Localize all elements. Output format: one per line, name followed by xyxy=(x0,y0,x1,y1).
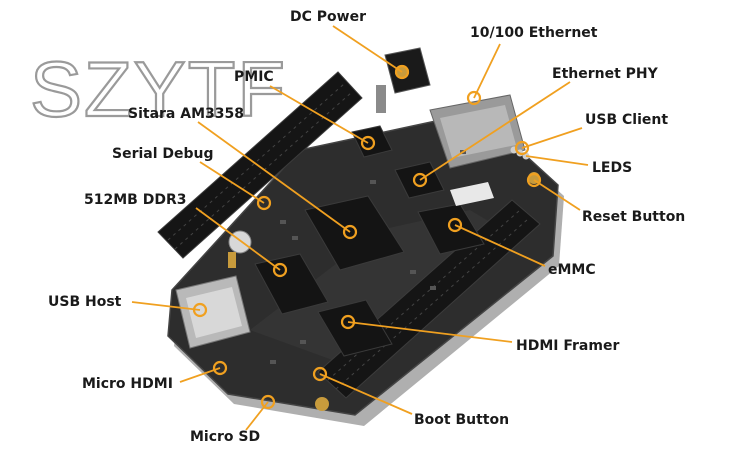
hdmi-framer-chip xyxy=(317,299,393,357)
labels: DC Power 10/100 Ethernet PMIC Ethernet P… xyxy=(48,9,685,445)
dc-power-jack xyxy=(376,47,431,113)
label-usb-client: USB Client xyxy=(585,112,668,128)
label-boot-button: Boot Button xyxy=(414,412,509,428)
label-ethernet-phy: Ethernet PHY xyxy=(552,66,659,82)
ethernet-jack xyxy=(429,94,526,169)
label-leds: LEDS xyxy=(592,160,632,176)
label-ethernet: 10/100 Ethernet xyxy=(470,25,598,41)
logo-plate xyxy=(450,182,494,206)
label-micro-hdmi: Micro HDMI xyxy=(82,376,173,392)
label-micro-sd: Micro SD xyxy=(190,429,260,445)
label-ddr3: 512MB DDR3 xyxy=(84,192,186,208)
label-hdmi-framer: HDMI Framer xyxy=(516,338,619,354)
pmic-chip xyxy=(351,125,393,158)
label-pmic: PMIC xyxy=(234,69,274,85)
callouts xyxy=(131,25,589,431)
ethernet-phy-chip xyxy=(394,161,445,199)
label-sitara: Sitara AM3358 xyxy=(128,106,244,122)
usb-host-port xyxy=(175,275,251,349)
left-header xyxy=(157,71,363,259)
label-usb-host: USB Host xyxy=(48,294,122,310)
watermark: SZYTF xyxy=(30,45,287,133)
label-emmc: eMMC xyxy=(548,262,596,278)
mount-hole xyxy=(315,397,329,411)
label-dc-power: DC Power xyxy=(290,9,366,25)
sitara-chip xyxy=(304,195,405,271)
label-reset-button: Reset Button xyxy=(582,209,685,225)
label-serial-debug: Serial Debug xyxy=(112,146,214,162)
